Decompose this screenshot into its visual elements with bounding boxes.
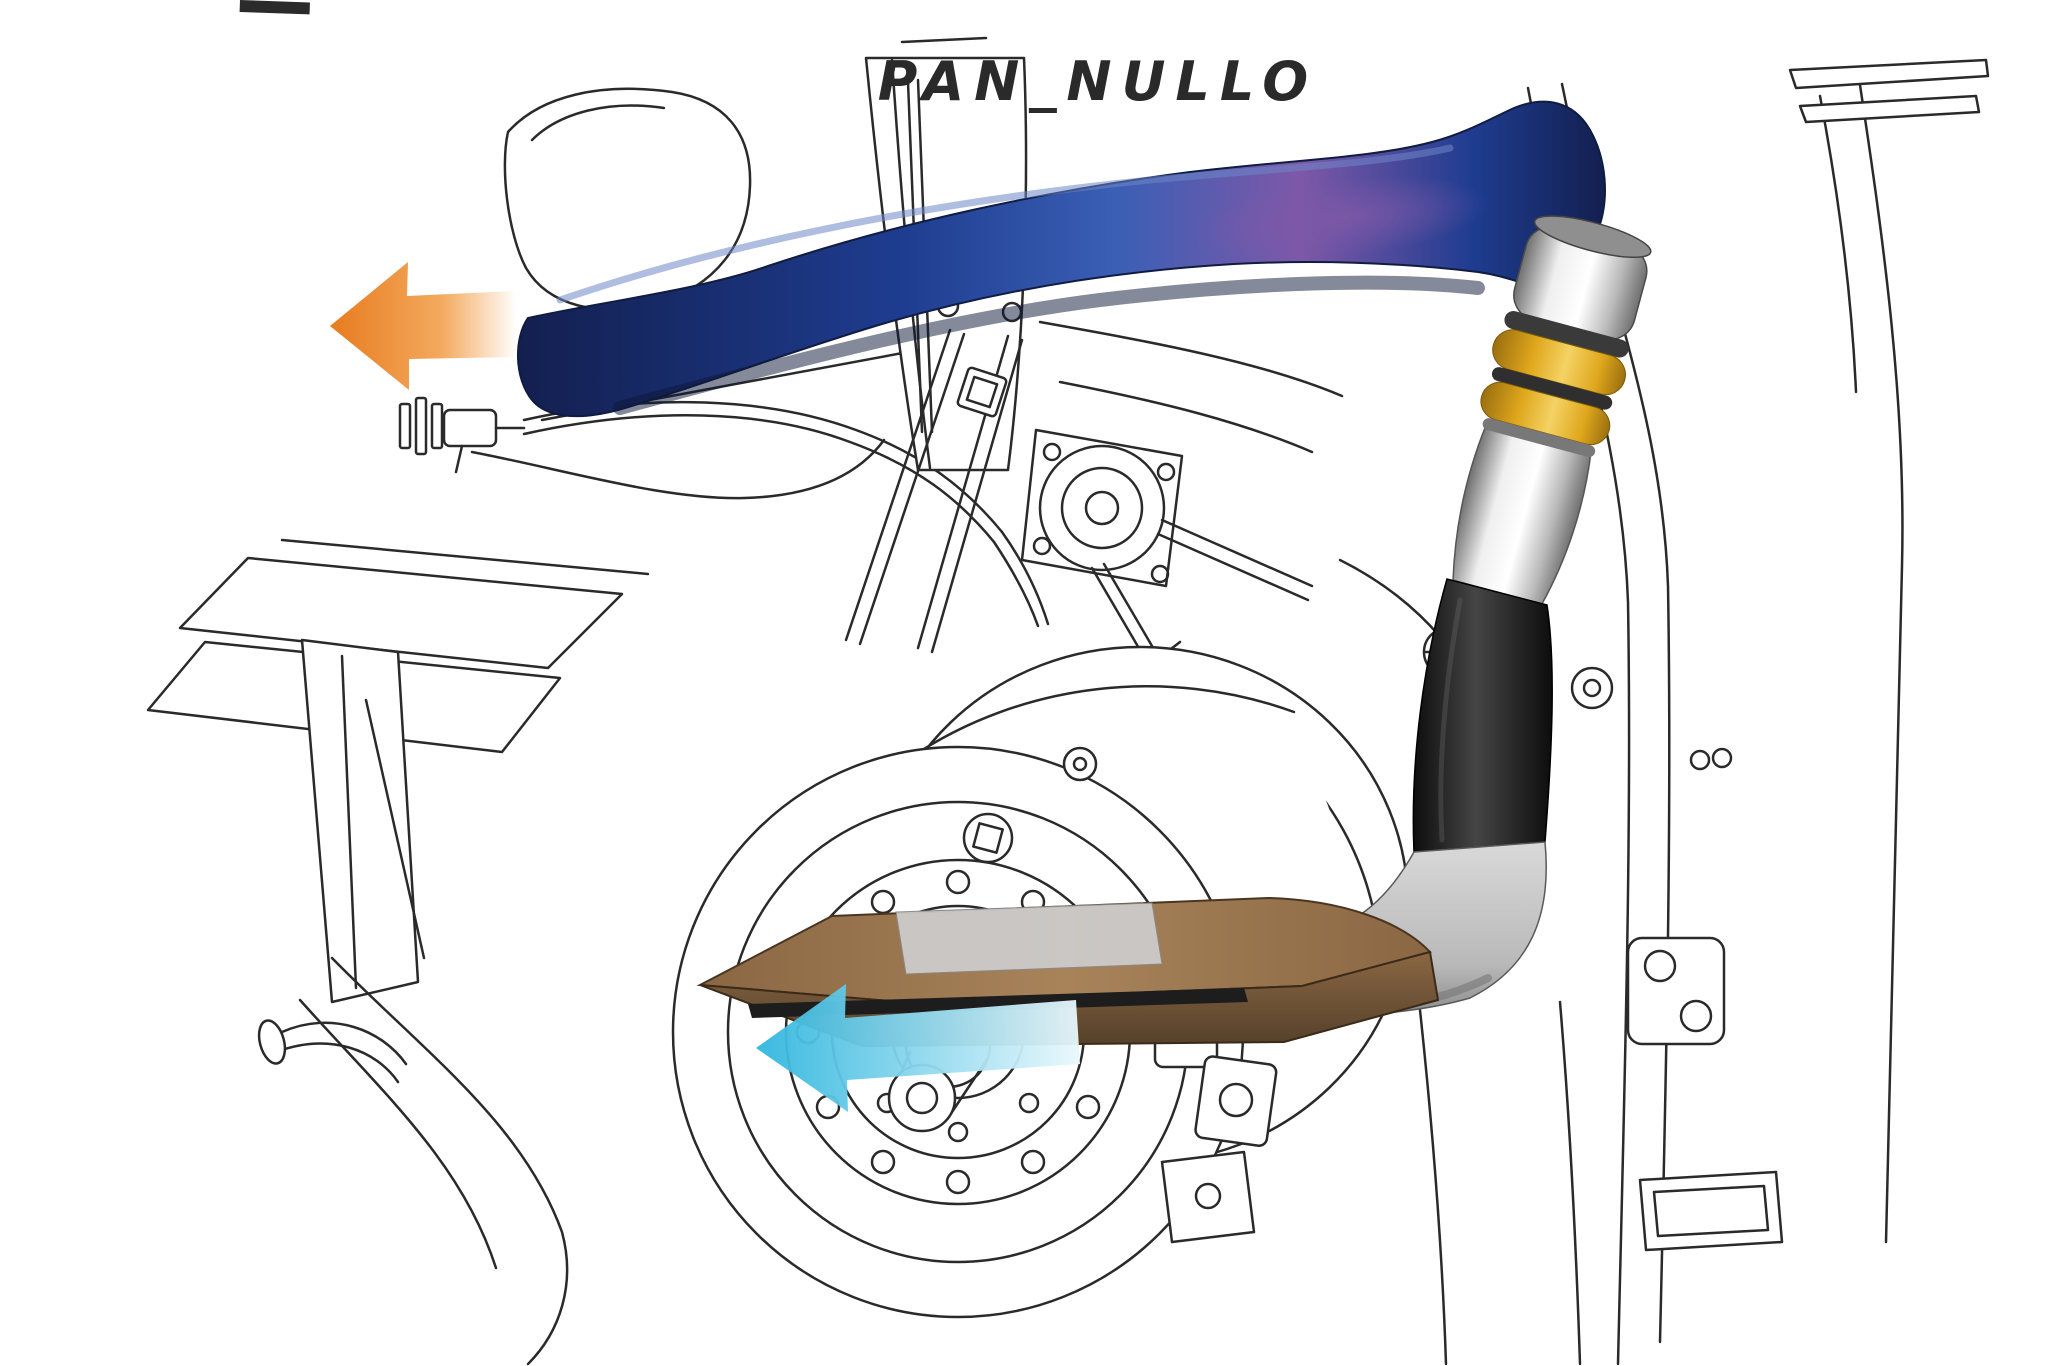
duct-coupling-chrome: [1452, 215, 1652, 605]
brake-cooling-duct-assembly: [517, 100, 1652, 1018]
wing-plane-upper: [178, 556, 624, 670]
chassis-lower-line-2: [1558, 1000, 1582, 1366]
hex-nut: [956, 366, 1008, 418]
airflow-exit-arrow-icon: [330, 262, 517, 390]
bodywork-curve-1: [330, 956, 569, 1366]
bearing-housing: [1020, 428, 1184, 588]
hose-line-2: [274, 1042, 400, 1084]
right-chassis-panels: [1038, 58, 1990, 1366]
bearing-outer: [1038, 444, 1166, 572]
sensor-connector: [398, 396, 526, 474]
coupling-ring-2: [1491, 367, 1613, 410]
scoop-inlet-slot: [748, 988, 1248, 1018]
bodywork-line-2: [1058, 380, 1314, 454]
coupling-ring-3: [1482, 418, 1596, 458]
wing-endplate: [300, 638, 420, 1004]
scan-artifact: [239, 0, 310, 15]
brake-airflow-arrow-icon: [756, 984, 1080, 1112]
mirror-fin: [503, 87, 752, 311]
top-right-strut-2: [1798, 94, 1981, 124]
panel-bracket: [1626, 936, 1726, 1046]
wing-edge-line: [280, 538, 650, 576]
diagram-title: PAN_NULLO: [878, 50, 1318, 113]
sleeve-highlight: [1438, 597, 1463, 843]
hose-line-1: [280, 1021, 408, 1066]
scoop-gray-patch: [895, 902, 1163, 975]
caliper-block-2: [1194, 1055, 1278, 1147]
duct-top-highlight: [556, 144, 1454, 304]
panel-vent-inner: [1652, 1184, 1770, 1238]
pylon-tip-line: [900, 36, 988, 44]
bodywork-line-1: [1038, 320, 1344, 398]
panel-vent: [1638, 1170, 1784, 1252]
front-wing-line-art: [146, 538, 650, 1366]
top-right-strut-1: [1788, 58, 1990, 90]
endplate-inner-line: [340, 654, 358, 990]
panel-edge-4: [1818, 94, 1858, 394]
bulkhead-bearing: [1020, 428, 1184, 588]
panel-edge-3: [1856, 70, 1904, 1244]
coupling-top-cap: [1533, 215, 1652, 259]
cable-3: [470, 438, 886, 500]
cable-2: [522, 414, 996, 544]
caliper-bracket: [1160, 1150, 1256, 1244]
drum-top-silhouette: [908, 685, 1296, 760]
yellow-band-1: [1492, 329, 1626, 396]
duct-purple-sheen: [1190, 175, 1490, 261]
hose-end-cap: [257, 1019, 287, 1065]
coupling-ring-1: [1504, 311, 1629, 358]
drum-mount: [1062, 746, 1098, 782]
bodywork-curve-2: [298, 998, 498, 1270]
bearing-mid: [1060, 466, 1144, 550]
chassis-lower-line-1: [1418, 1008, 1448, 1366]
bearing-inner: [1084, 490, 1120, 526]
cable-2-lower: [992, 540, 1040, 628]
cable-1-lower: [1000, 530, 1050, 626]
panel-bolt-2: [1570, 666, 1614, 710]
duct-bottom-shadow: [613, 275, 1485, 415]
drum-top-bolt: [962, 812, 1014, 864]
endplate-strut: [364, 698, 426, 960]
fin-inner-line: [530, 104, 666, 142]
